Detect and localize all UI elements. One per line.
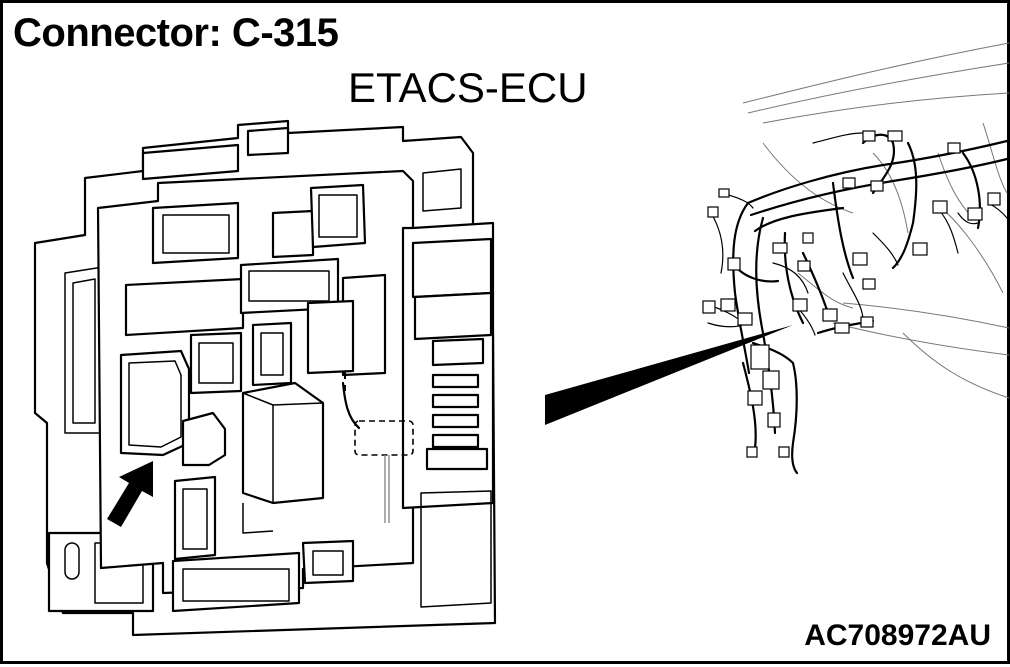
figure-id: AC708972AU [804, 619, 991, 652]
dashboard-harness-view [702, 42, 1010, 475]
connector-bottom [171, 551, 301, 613]
pointer-arrow [107, 461, 153, 527]
connector-title: Connector: C-315 [13, 11, 339, 55]
connector-c-315 [119, 349, 191, 457]
callout-wedge [545, 325, 793, 425]
component-label: ETACS-ECU [348, 64, 588, 111]
relay-top [309, 183, 367, 249]
relay-block [241, 381, 325, 505]
diagram-drawing: .o { fill: #fff; stroke: #000; stroke-wi… [33, 42, 1010, 637]
etacs-ecu-unit [33, 119, 497, 637]
connector-block-1 [151, 201, 240, 265]
connector-long-1 [124, 277, 245, 337]
